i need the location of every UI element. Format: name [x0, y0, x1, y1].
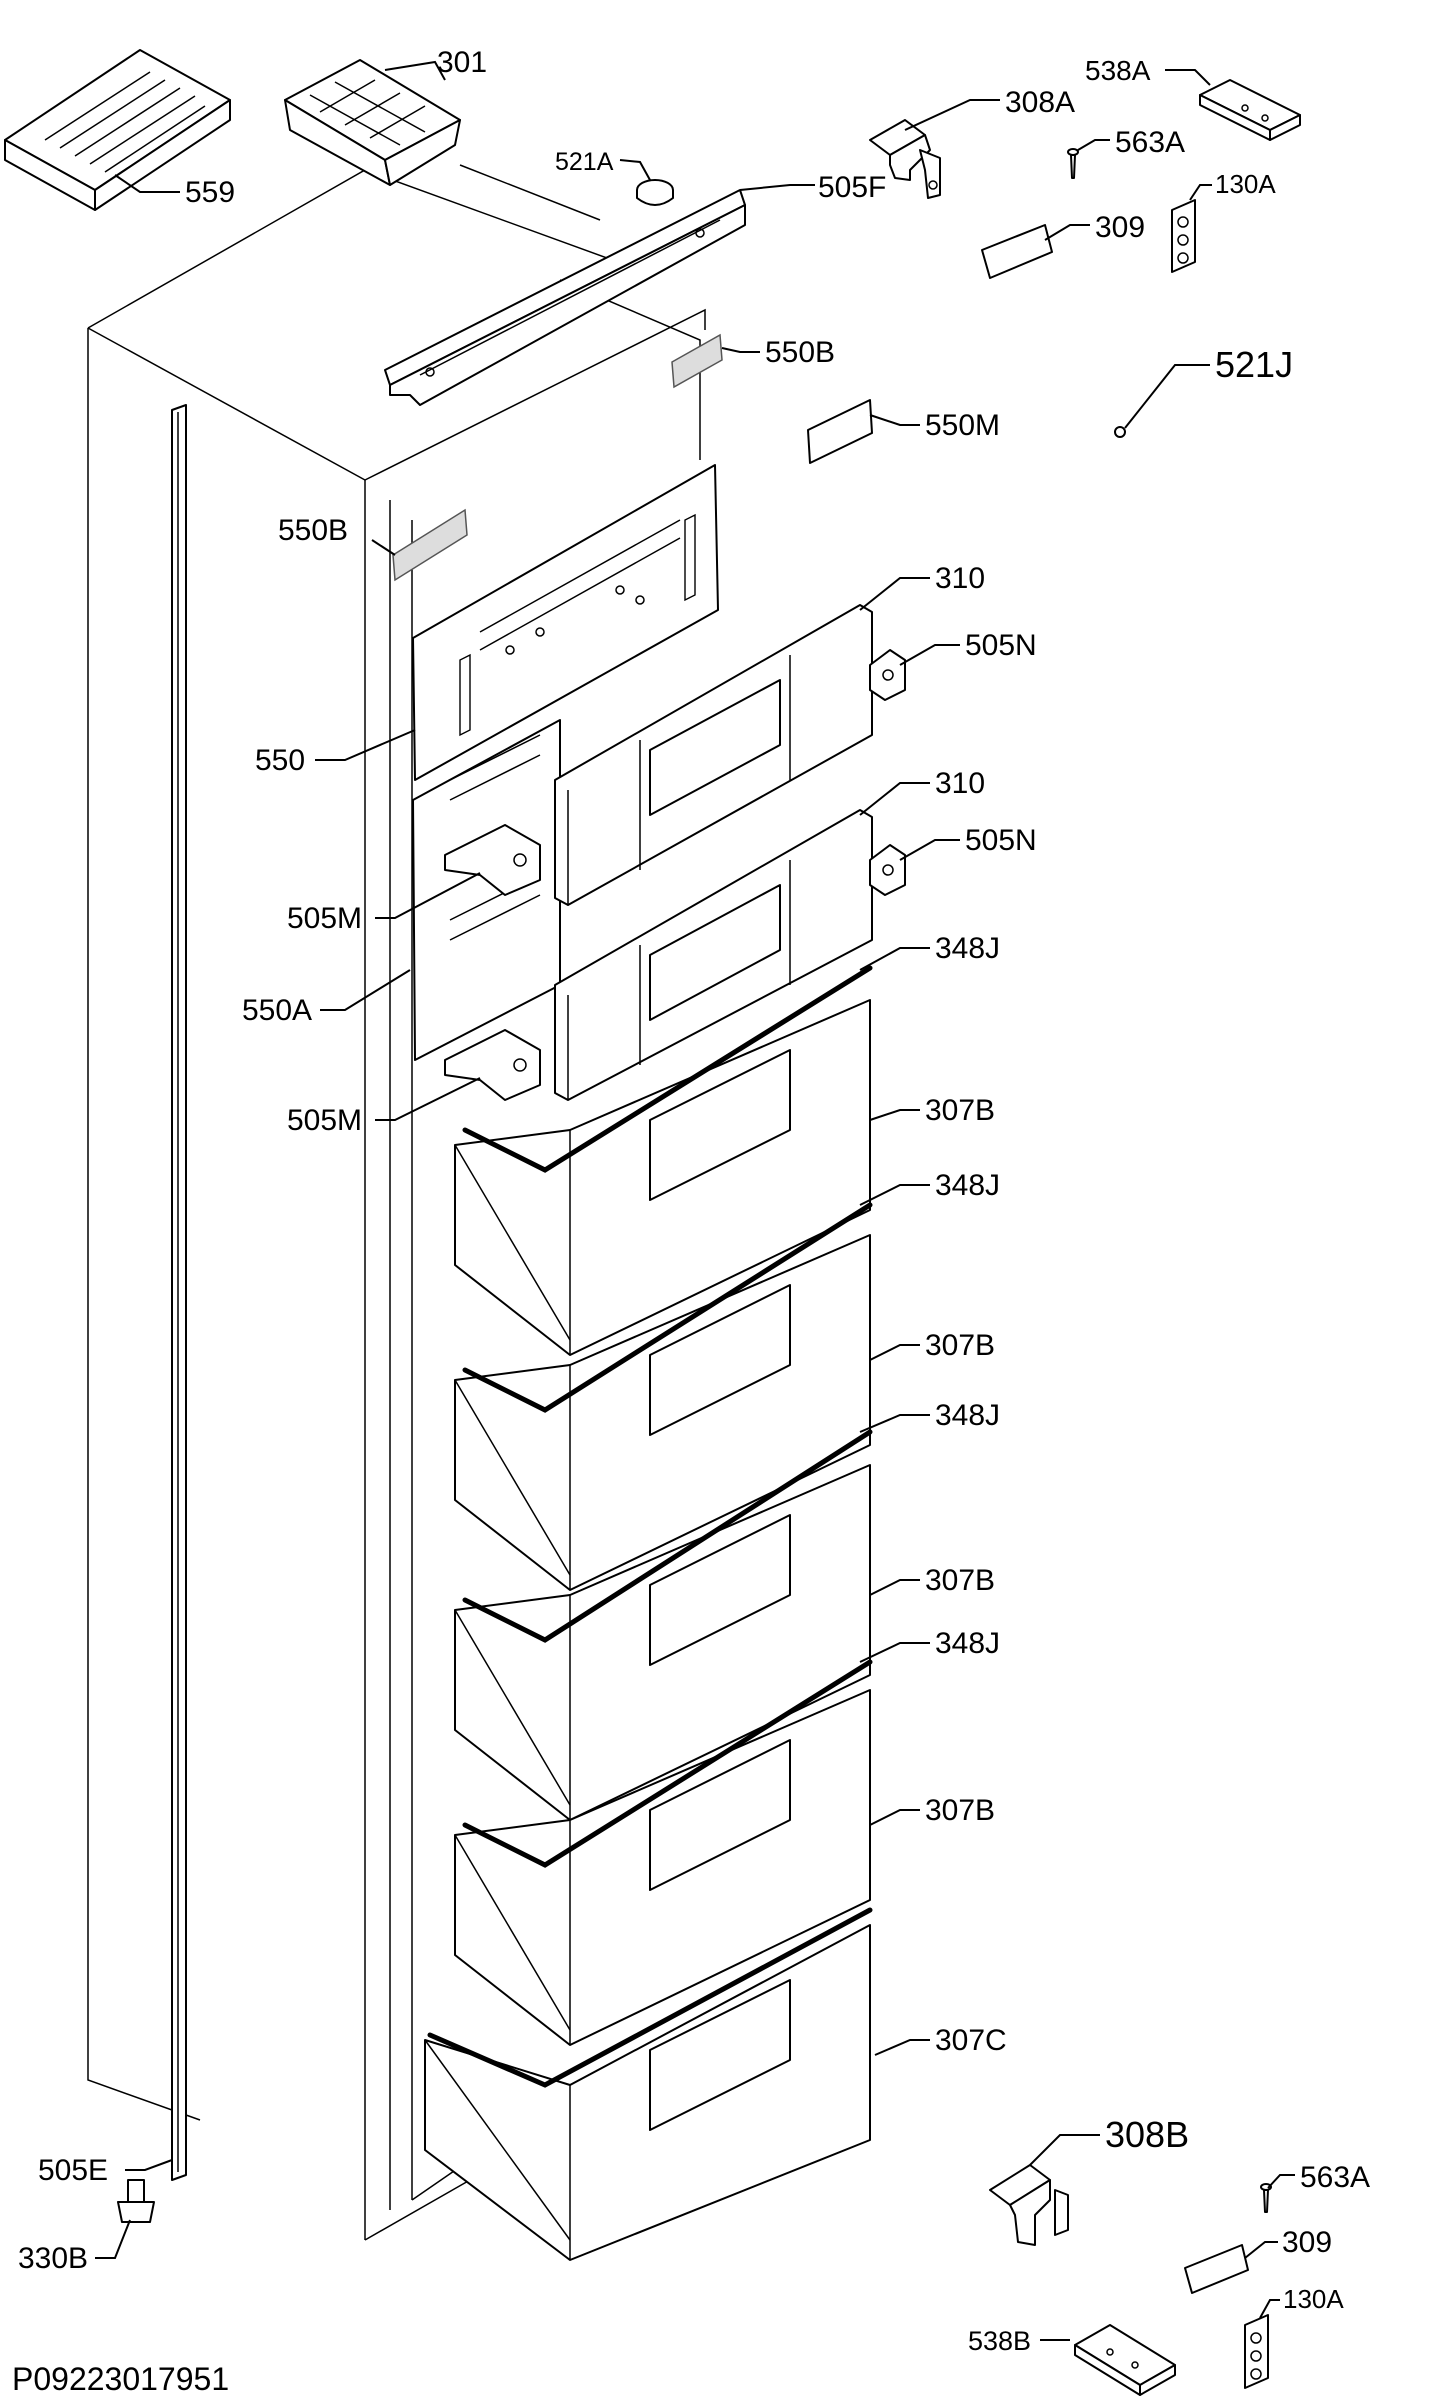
screw-563A-bottom	[1260, 2183, 1272, 2213]
clip-505N-upper	[869, 649, 906, 701]
label-505E: 505E	[38, 2154, 108, 2187]
drawing-code: P09223017951	[12, 2361, 229, 2397]
hinge-bar-505F	[384, 189, 746, 406]
label-538A: 538A	[1085, 55, 1151, 86]
label-348J-1: 348J	[935, 932, 1000, 965]
label-559: 559	[185, 176, 235, 209]
sticker-550B-right	[671, 333, 723, 389]
shelf-edge-348J-3	[462, 1429, 873, 1643]
ice-tray-301	[284, 59, 461, 186]
basket-307C	[424, 1907, 873, 2261]
basket-307B-4	[454, 1689, 871, 2046]
label-563A-top: 563A	[1115, 126, 1185, 159]
drawer-310-upper	[554, 604, 873, 906]
label-505M-upper: 505M	[287, 902, 362, 935]
label-307C: 307C	[935, 2024, 1007, 2057]
label-538B: 538B	[968, 2326, 1031, 2356]
label-130A-bottom: 130A	[1283, 2284, 1344, 2314]
drawer-310-lower	[554, 809, 873, 1101]
label-307B-4: 307B	[925, 1794, 995, 1827]
label-505N-upper: 505N	[965, 629, 1037, 662]
shelf-edge-348J-1	[462, 965, 873, 1173]
label-309-bottom: 309	[1282, 2226, 1332, 2259]
label-505M-lower: 505M	[287, 1104, 362, 1137]
label-348J-4: 348J	[935, 1627, 1000, 1660]
label-130A-top: 130A	[1215, 169, 1276, 199]
label-309-bottom	[1184, 2244, 1249, 2294]
label-550B-left: 550B	[278, 514, 348, 547]
label-308A: 308A	[1005, 86, 1075, 119]
basket-307B-3	[454, 1464, 871, 1821]
label-563A-bottom: 563A	[1300, 2161, 1370, 2194]
basket-307B-2	[454, 1234, 871, 1591]
filter-cover-559	[4, 49, 231, 211]
part-labels: 301 559 521A 505F 308A 538A 563A 130A 30…	[18, 46, 1370, 2356]
shelf-edge-348J-2	[462, 1202, 873, 1413]
label-308B: 308B	[1105, 2114, 1189, 2155]
basket-307B-1	[454, 999, 871, 1356]
button-521A	[636, 179, 674, 206]
control-panel-550	[412, 464, 719, 781]
label-310-upper: 310	[935, 562, 985, 595]
label-505F: 505F	[818, 171, 886, 204]
adjustable-foot-330B	[117, 2179, 155, 2223]
support-505M-lower	[444, 1029, 541, 1101]
panel-550A	[412, 719, 561, 1061]
label-307B-2: 307B	[925, 1329, 995, 1362]
screw-563A-top	[1067, 148, 1079, 179]
label-348J-3: 348J	[935, 1399, 1000, 1432]
label-301: 301	[437, 46, 487, 79]
label-330B: 330B	[18, 2242, 88, 2275]
label-550B-right: 550B	[765, 336, 835, 369]
label-521A: 521A	[555, 148, 614, 176]
sticker-550M	[807, 399, 873, 464]
label-505N-lower: 505N	[965, 824, 1037, 857]
plate-130A-bottom	[1244, 2314, 1269, 2389]
label-550: 550	[255, 744, 305, 777]
leader-lines	[95, 60, 1295, 2341]
hinge-308A	[869, 119, 941, 199]
support-505M-upper	[444, 824, 541, 896]
label-307B-3: 307B	[925, 1564, 995, 1597]
label-521J: 521J	[1215, 344, 1293, 385]
hinge-308B	[989, 2164, 1069, 2246]
label-309-top	[981, 224, 1053, 279]
shelf-edge-348J-4	[462, 1659, 873, 1868]
door-seal-505E	[171, 404, 187, 2181]
plate-130A-top	[1171, 199, 1196, 273]
clip-505N-lower	[869, 844, 906, 896]
plate-538B	[1074, 2324, 1176, 2396]
label-310-lower: 310	[935, 767, 985, 800]
label-309-top: 309	[1095, 211, 1145, 244]
hinge-plate-538A	[1199, 79, 1301, 141]
sticker-550B-left	[392, 508, 468, 582]
label-550M: 550M	[925, 409, 1000, 442]
label-550A: 550A	[242, 994, 312, 1027]
label-307B-1: 307B	[925, 1094, 995, 1127]
screw-521J	[1114, 426, 1126, 438]
label-348J-2: 348J	[935, 1169, 1000, 1202]
